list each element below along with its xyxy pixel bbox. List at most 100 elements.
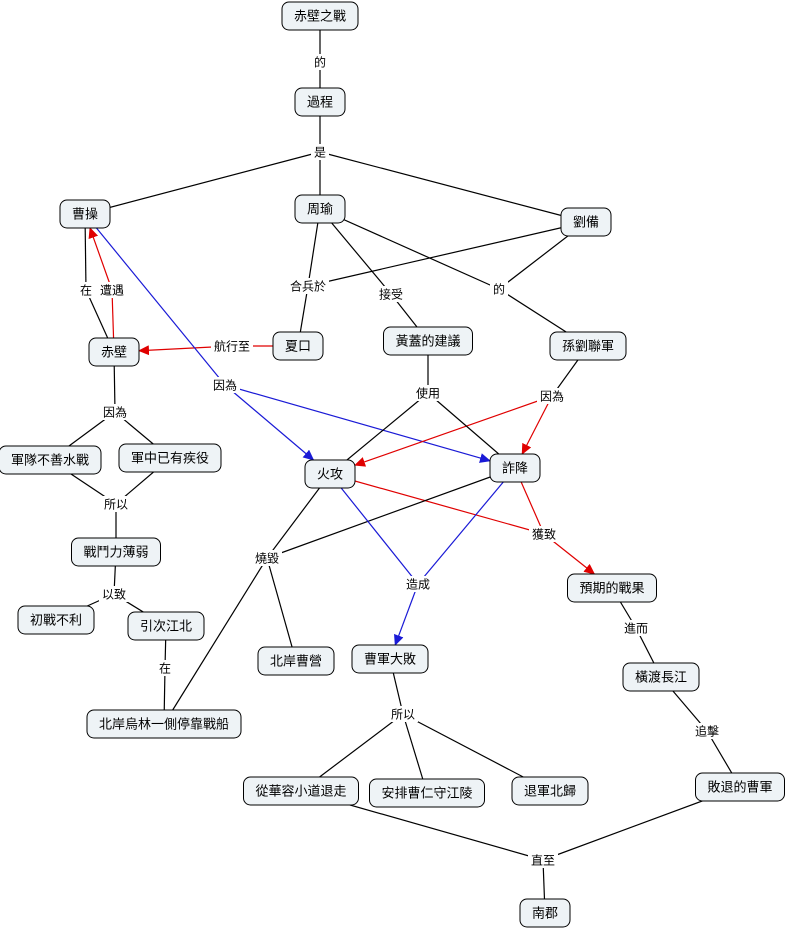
concept-node-box[interactable]: [622, 662, 700, 692]
link-label-l_shi: 是: [311, 144, 329, 160]
concept-node-n_expected[interactable]: 預期的戰果: [567, 573, 657, 603]
concept-node-box[interactable]: [272, 331, 324, 361]
edge-l_yinwei1-to-n_surrender: [224, 384, 491, 463]
concept-node-n_chibi[interactable]: 赤壁: [88, 337, 140, 367]
concept-node-box[interactable]: [383, 326, 473, 356]
link-label-text: 因為: [540, 390, 564, 404]
concept-node-n_wulin[interactable]: 北岸烏林一側停靠戰船: [86, 709, 242, 739]
concept-node-n_xiakou[interactable]: 夏口: [272, 331, 324, 361]
concept-node-n_surrender[interactable]: 詐降: [489, 453, 541, 483]
concept-node-text: 黃蓋的建議: [395, 334, 460, 350]
edge-l_shi-to-n_liubei: [319, 151, 587, 223]
link-label-bg: [156, 660, 174, 676]
concept-node-n_chibi_war[interactable]: 赤壁之戰: [281, 1, 359, 31]
concept-node-n_zhouyu[interactable]: 周瑜: [294, 194, 346, 224]
concept-node-n_north_camp[interactable]: 北岸曹營: [257, 646, 335, 676]
link-label-l_zaocheng: 造成: [403, 576, 433, 592]
concept-node-text: 赤壁之戰: [294, 10, 346, 25]
concept-node-text: 預期的戰果: [579, 581, 644, 597]
concept-node-n_first_loss[interactable]: 初戰不利: [17, 605, 95, 635]
link-label-bg: [97, 282, 127, 298]
concept-node-text: 過程: [307, 96, 333, 111]
concept-node-text: 曹操: [72, 207, 98, 223]
concept-node-n_defeated_army[interactable]: 敗退的曹軍: [695, 772, 785, 802]
concept-node-box[interactable]: [369, 778, 485, 808]
concept-node-box[interactable]: [243, 776, 359, 806]
link-label-text: 以致: [102, 588, 126, 602]
concept-node-box[interactable]: [71, 537, 161, 567]
concept-node-n_cao_defeat[interactable]: 曹軍大敗: [351, 644, 429, 674]
link-label-bg: [252, 550, 282, 566]
concept-node-text: 敗退的曹軍: [707, 780, 772, 796]
concept-node-box[interactable]: [257, 646, 335, 676]
concept-node-box[interactable]: [519, 898, 571, 928]
link-label-bg: [692, 723, 722, 739]
concept-node-box[interactable]: [560, 207, 612, 237]
concept-node-text: 退軍北歸: [524, 785, 576, 800]
edge-l_yinwei3-to-n_fire: [354, 395, 553, 467]
concept-node-box[interactable]: [86, 709, 242, 739]
concept-node-n_retreat_north[interactable]: 引次江北: [127, 611, 205, 641]
edge-n_caocao-to-l_yinwei1: [84, 213, 226, 386]
concept-node-text: 北岸烏林一側停靠戰船: [99, 717, 229, 733]
concept-node-text: 軍中已有疾役: [131, 452, 209, 467]
concept-node-n_sunliu[interactable]: 孫劉聯軍: [549, 331, 627, 361]
link-label-text: 造成: [406, 578, 430, 592]
concept-node-box[interactable]: [17, 605, 95, 635]
concept-node-text: 詐降: [502, 461, 528, 477]
link-label-bg: [311, 54, 329, 70]
concept-node-box[interactable]: [294, 87, 346, 117]
link-label-l_zhuiji: 追擊: [692, 723, 722, 739]
concept-node-text: 孫劉聯軍: [562, 340, 614, 355]
concept-node-n_army_water[interactable]: 軍隊不善水戰: [0, 445, 102, 475]
concept-node-box[interactable]: [88, 337, 140, 367]
concept-node-box[interactable]: [351, 644, 429, 674]
concept-node-n_process[interactable]: 過程: [294, 87, 346, 117]
concept-node-n_huarong[interactable]: 從華容小道退走: [243, 776, 359, 806]
concept-node-text: 安排曹仁守江陵: [381, 787, 472, 802]
concept-node-n_liubei[interactable]: 劉備: [560, 207, 612, 237]
concept-node-box[interactable]: [118, 443, 222, 473]
concept-node-n_nanjun[interactable]: 南郡: [519, 898, 571, 928]
concept-node-text: 戰鬥力薄弱: [83, 546, 148, 561]
concept-node-box[interactable]: [127, 611, 205, 641]
concept-node-box[interactable]: [294, 194, 346, 224]
link-label-text: 追擊: [695, 724, 719, 739]
concept-node-box[interactable]: [281, 1, 359, 31]
concept-node-n_weak[interactable]: 戰鬥力薄弱: [71, 537, 161, 567]
link-label-l_shaohui: 燒毀: [252, 550, 282, 566]
concept-node-n_army_disease[interactable]: 軍中已有疾役: [118, 443, 222, 473]
edge-l_shaohui-to-n_wulin: [163, 557, 268, 725]
link-label-l_zhizhi: 直至: [528, 852, 558, 868]
concept-node-box[interactable]: [511, 776, 589, 806]
link-label-l_suoyi1: 所以: [101, 496, 131, 512]
link-label-l_yizhi: 以致: [99, 586, 129, 602]
edge-l_yinwei1-to-n_fire: [224, 384, 315, 461]
concept-node-n_cross_river[interactable]: 橫渡長江: [622, 662, 700, 692]
concept-node-box[interactable]: [489, 453, 541, 483]
concept-node-box[interactable]: [0, 445, 102, 475]
concept-node-text: 引次江北: [140, 619, 192, 635]
concept-node-n_caocao[interactable]: 曹操: [59, 199, 111, 229]
concept-node-box[interactable]: [567, 573, 657, 603]
edge-l_zaocheng-to-n_cao_defeat: [394, 583, 419, 646]
concept-node-n_fire[interactable]: 火攻: [304, 459, 356, 489]
link-label-l_hebing: 合兵於: [287, 278, 329, 294]
link-label-text: 是: [314, 146, 326, 160]
link-label-text: 的: [493, 282, 505, 297]
edge-l_zaoyu-to-n_caocao: [88, 227, 113, 291]
concept-node-box[interactable]: [304, 459, 356, 489]
link-label-bg: [621, 620, 651, 636]
link-label-bg: [529, 526, 559, 542]
link-label-text: 燒毀: [255, 551, 279, 566]
concept-node-n_caoren[interactable]: 安排曹仁守江陵: [369, 778, 485, 808]
concept-node-n_huanggai[interactable]: 黃蓋的建議: [383, 326, 473, 356]
edge-n_liubei-to-l_hebing: [307, 221, 587, 287]
concept-node-text: 北岸曹營: [270, 655, 322, 670]
edge-l_shi-to-n_caocao: [84, 151, 321, 215]
edge-n_fire-to-l_huozhi: [329, 473, 545, 535]
concept-node-box[interactable]: [549, 331, 627, 361]
link-label-l_zai1: 在: [77, 282, 95, 298]
concept-node-n_back_north[interactable]: 退軍北歸: [511, 776, 589, 806]
concept-node-box[interactable]: [59, 199, 111, 229]
